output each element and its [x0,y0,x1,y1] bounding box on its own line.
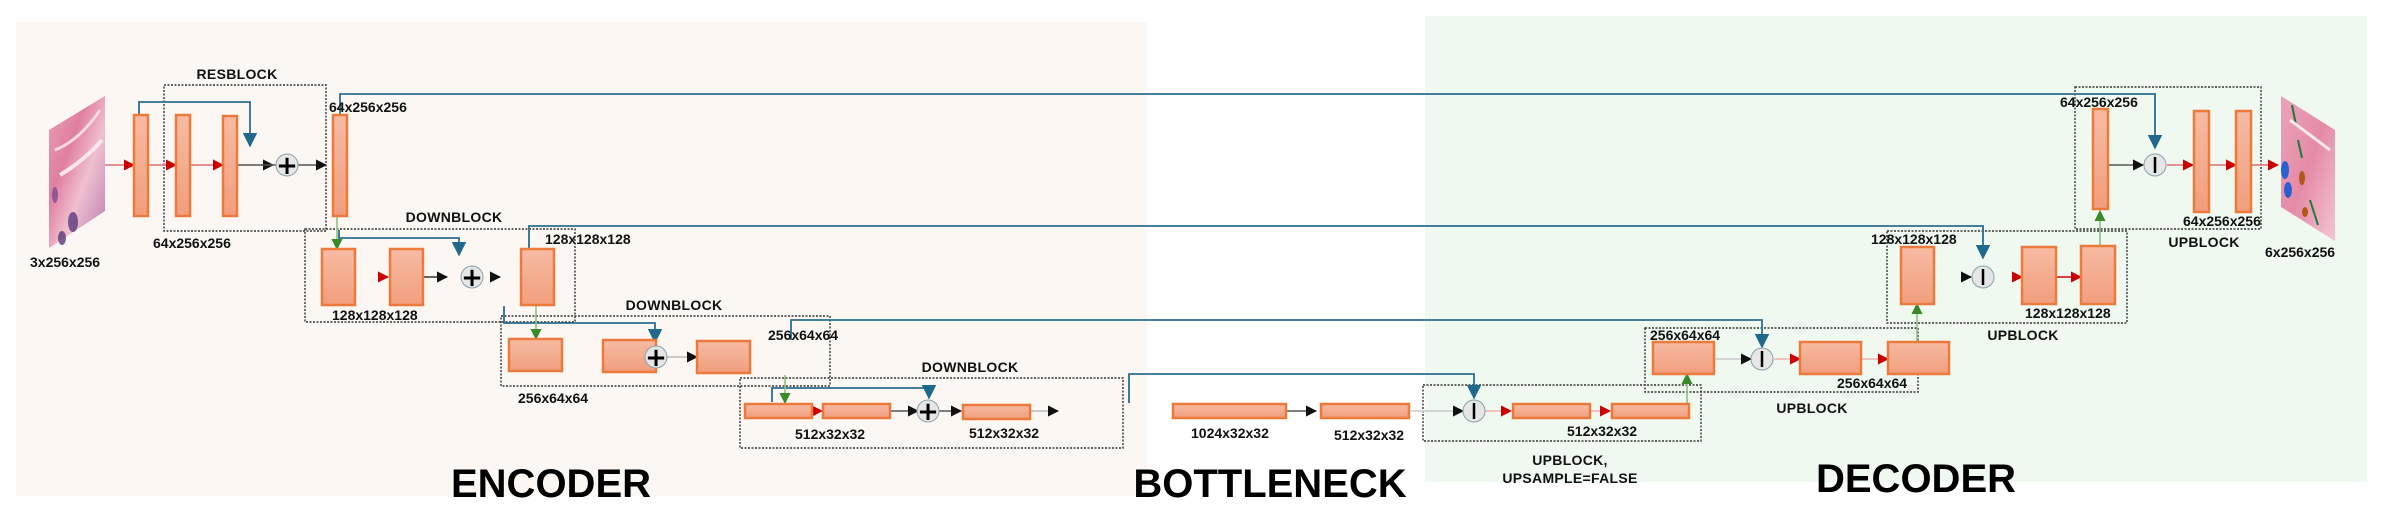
shape-label-up1-in: 256x64x64 [1650,327,1720,343]
layer-up3-1 [2192,109,2211,214]
layer-down1-1 [320,247,357,307]
downblock-3-box [739,377,1124,449]
shape-label-up2-out: 128x128x128 [2025,305,2111,321]
layer-up2-out [2079,244,2117,306]
add-symbol: + [461,263,483,293]
shape-label-up2-in: 128x128x128 [1871,231,1957,247]
layer-up0-1 [1511,402,1592,420]
section-title-encoder: ENCODER [451,462,651,506]
add-symbol: + [276,151,298,181]
down2-internal-skip-line [503,306,663,344]
add-symbol: + [645,343,667,373]
concat-operator-up2 [1971,265,1995,289]
encoder-background [16,22,1147,496]
shape-label-res-out: 64x256x256 [329,99,407,115]
skip-line-level-3 [790,319,1770,349]
shape-label-bneck-1: 1024x32x32 [1191,425,1269,441]
section-title-decoder: DECODER [1816,457,2016,501]
shape-label-down3-out: 512x32x32 [969,425,1039,441]
concat-operator-up3 [2143,153,2167,177]
add-operator-down2: + [644,343,668,373]
output-image [2281,96,2335,241]
shape-label-down2-in: 256x64x64 [518,390,588,406]
add-operator-down1: + [460,263,484,293]
shape-label-down3-in: 512x32x32 [795,426,865,442]
layer-up1-out [1886,340,1951,376]
downblock-2-box [500,315,831,387]
add-operator-down3: + [916,397,940,427]
shape-label-down1-out: 128x128x128 [545,231,631,247]
layer-down2-1 [507,337,564,373]
section-title-bottleneck: BOTTLENECK [1133,462,1406,506]
layer-res-2 [221,114,239,218]
upblock-2-box [1886,230,2128,324]
upblock-1-title: UPBLOCK [1776,400,1847,416]
shape-label-up1-out: 256x64x64 [1837,375,1907,391]
add-operator-res: + [275,151,299,181]
layer-down1-out [519,247,556,307]
resblock-title: RESBLOCK [197,66,278,82]
downblock-1-box [304,228,576,323]
upblock-3-title: UPBLOCK [2168,234,2239,250]
layer-up2-1 [2020,245,2058,306]
concat-operator-up1 [1750,347,1774,371]
layer-up1-in [1651,340,1716,376]
input-image [49,96,105,248]
shape-label-down2-out: 256x64x64 [768,327,838,343]
concat-operator-up0 [1462,399,1486,423]
layer-res-out [331,113,349,218]
layer-bneck-1 [1171,402,1288,420]
resblock-box [163,84,327,232]
layer-up0-2 [1610,402,1691,420]
shape-label-output: 6x256x256 [2265,244,2335,260]
layer-up2-in [1899,245,1936,306]
layer-stem [132,113,150,218]
shape-label-up3-out: 64x256x256 [2183,213,2261,229]
layer-up3-in [2091,107,2110,211]
downblock-3-title: DOWNBLOCK [922,359,1019,375]
layer-up1-1 [1798,340,1863,376]
layer-down3-2 [821,402,892,420]
shape-label-bneck-2: 512x32x32 [1334,427,1404,443]
down1-internal-skip-line [338,230,467,257]
down3-internal-skip-line [771,385,937,402]
skip-line-level-4 [1128,373,1482,403]
layer-down2-out [695,339,752,375]
upblock-nosample-subtitle: UPSAMPLE=FALSE [1502,470,1637,486]
shape-label-input: 3x256x256 [30,254,100,270]
layer-up3-out [2234,109,2253,214]
upblock-2-title: UPBLOCK [1987,327,2058,343]
downblock-2-title: DOWNBLOCK [626,297,723,313]
upblock-nosample-box [1422,384,1702,442]
layer-res-1 [174,113,192,218]
layer-down1-2 [388,247,425,307]
layer-down3-1 [743,402,814,420]
layer-bneck-2 [1319,402,1411,420]
add-symbol: + [917,397,939,427]
shape-label-down1-in: 128x128x128 [332,307,418,323]
upblock-nosample-title: UPBLOCK, [1532,452,1608,468]
shape-label-up3-in: 64x256x256 [2060,94,2138,110]
shape-label-up0-out: 512x32x32 [1567,423,1637,439]
downblock-1-title: DOWNBLOCK [406,209,503,225]
upblock-3-box [2074,86,2262,230]
shape-label-stem: 64x256x256 [153,235,231,251]
skip-line-level-2 [528,225,1991,260]
layer-down3-out [961,403,1032,421]
